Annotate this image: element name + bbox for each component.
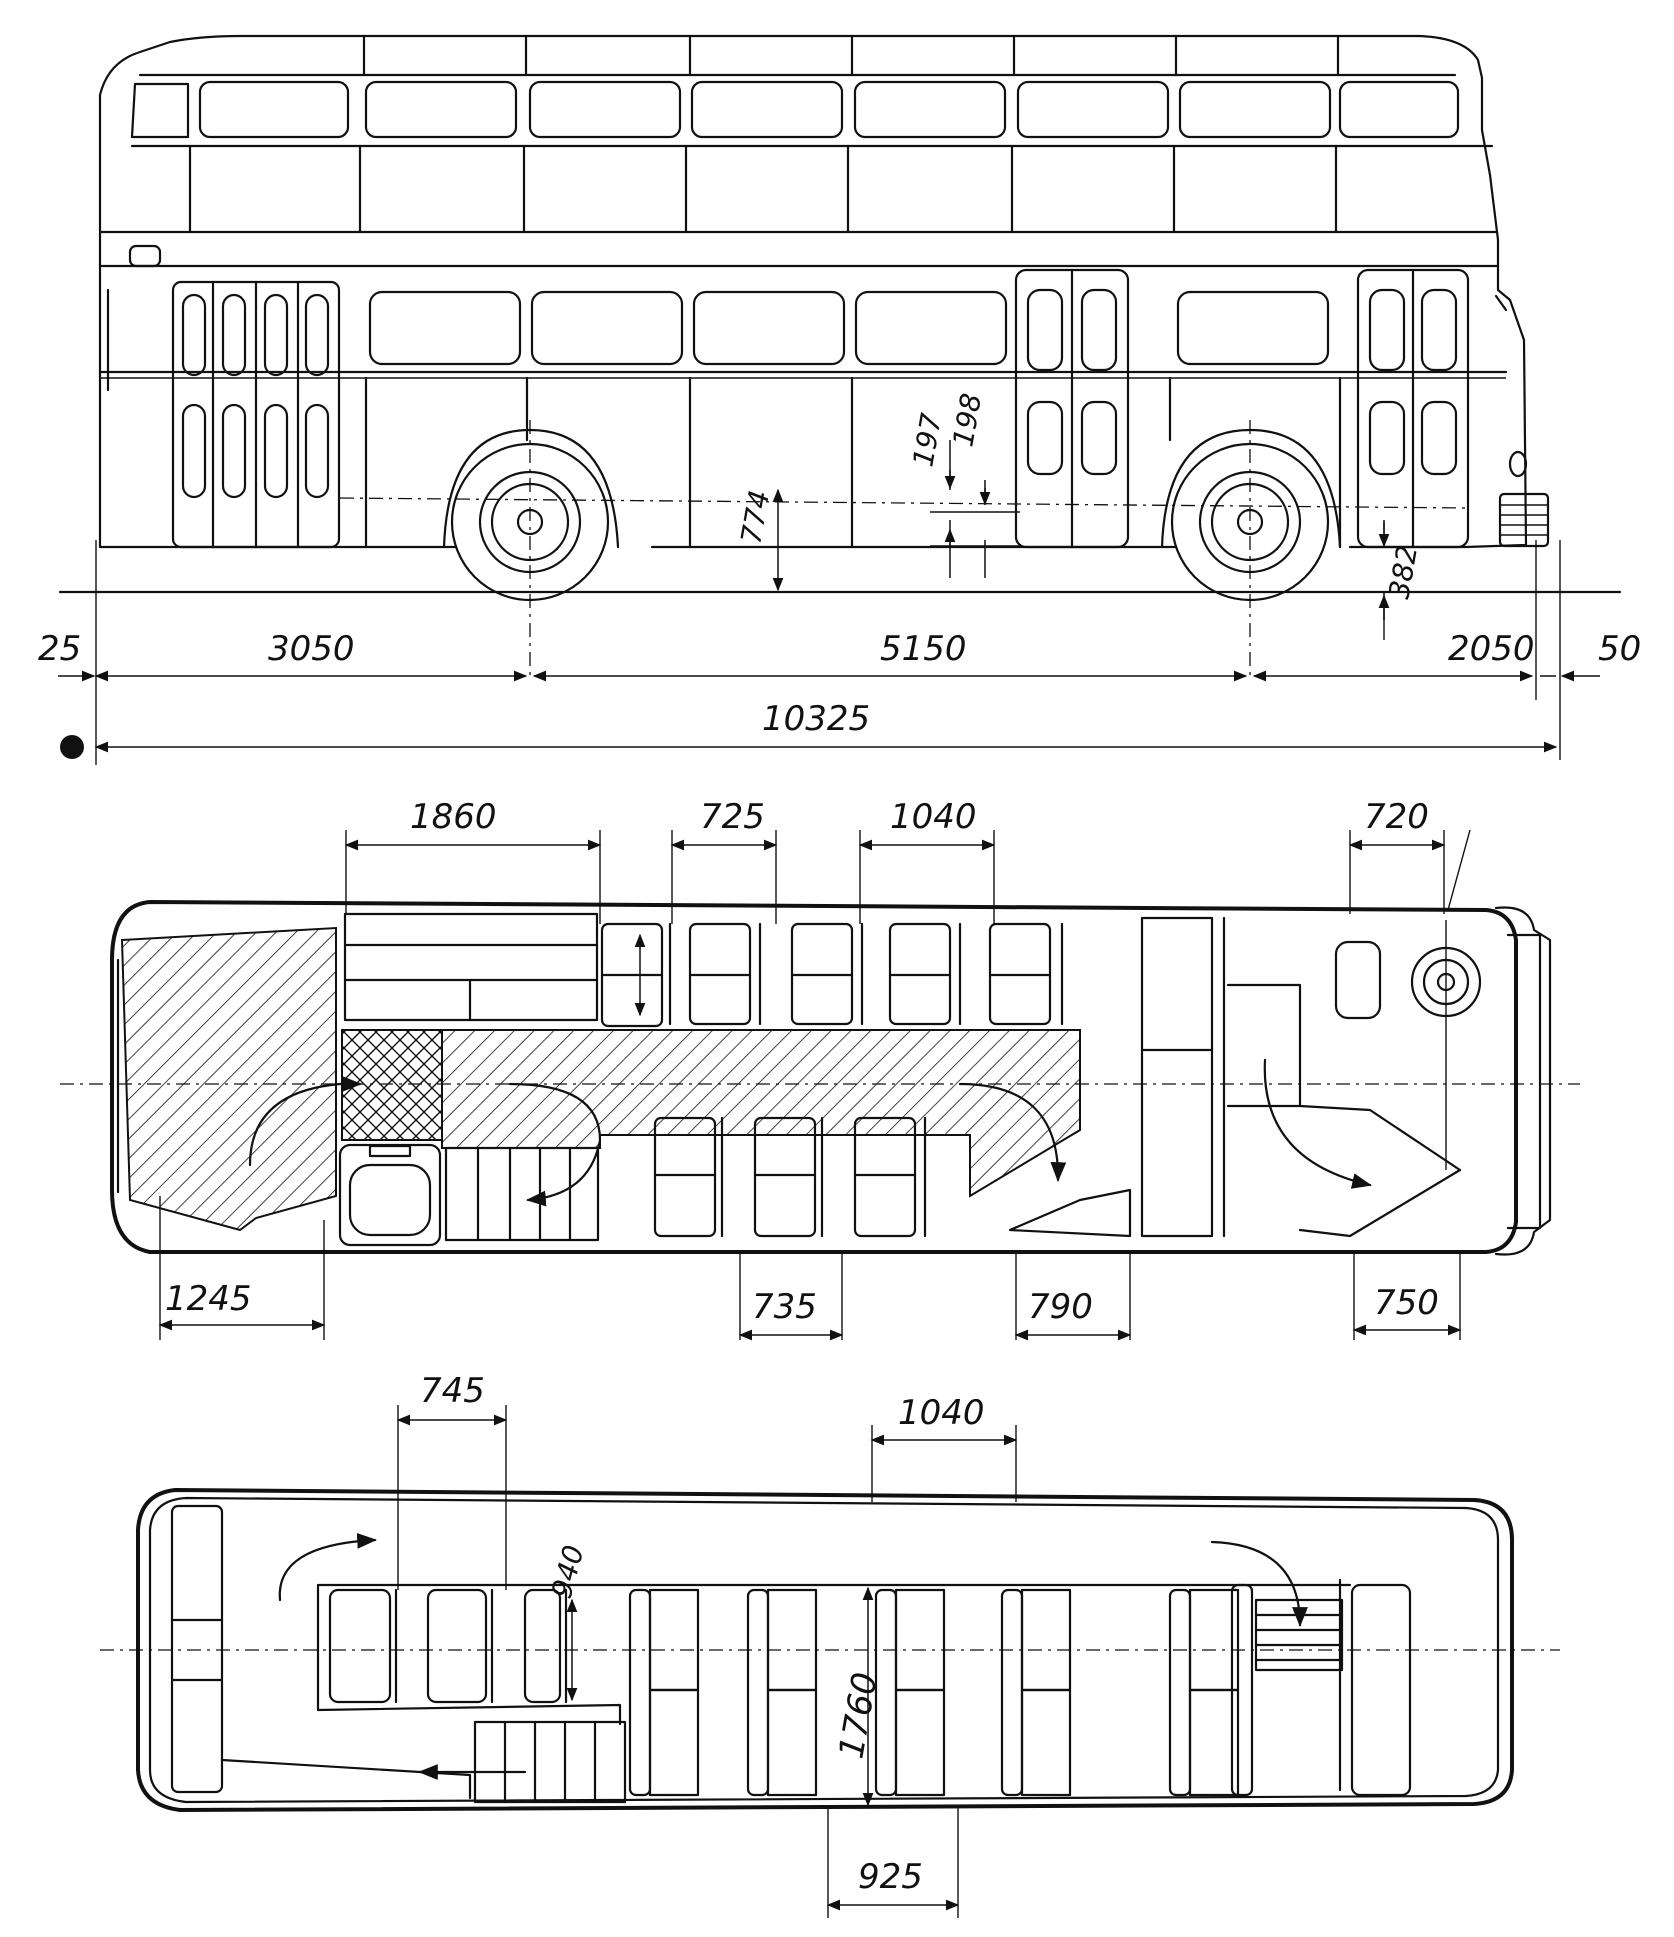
upper-deck-plan: 745 1040 940 1760 925 <box>100 1371 1560 1918</box>
lower-flow-arrow-4 <box>1263 1058 1372 1189</box>
lower-front-area <box>1008 916 1482 1238</box>
dim-step-lines <box>930 440 1020 578</box>
upper-top-seats <box>328 1588 568 1704</box>
dim-1245-label: 1245 <box>165 1279 252 1319</box>
side-view: 774 197 198 382 3050 5150 2050 25 50 103… <box>38 34 1641 765</box>
lower-deck-windows <box>368 290 1330 366</box>
front-bumper <box>1498 492 1550 548</box>
dim-198-label: 198 <box>946 391 988 449</box>
lower-flow-arrow-1 <box>248 1076 362 1167</box>
dim-1040-upper-label: 1040 <box>898 1393 985 1433</box>
upper-bottom-seats <box>628 1583 1412 1797</box>
dim-774-label: 774 <box>734 488 776 546</box>
lower-longitudinal-seat <box>343 912 599 1022</box>
dim-197-label: 197 <box>906 411 948 470</box>
upper-flow-arrow-1 <box>278 1532 377 1602</box>
lower-top-ext-lines <box>345 830 1445 924</box>
dim-3050-label: 3050 <box>268 629 355 669</box>
headlamp <box>1508 450 1528 478</box>
front-door <box>1356 268 1470 549</box>
dim-1860-label: 1860 <box>410 797 497 837</box>
axle-centre-line <box>339 497 1471 509</box>
upper-rear-stair <box>473 1720 627 1804</box>
dim-725-label: 725 <box>700 797 765 837</box>
upper-deck-outline <box>136 1487 1514 1813</box>
lower-bottom-ext-lines <box>159 1196 1461 1340</box>
dim-940-label: 940 <box>545 1542 591 1602</box>
dim-10325-label: 10325 <box>762 699 870 739</box>
lower-flow-arrow-2 <box>508 1082 602 1207</box>
upper-flow-arrow-3 <box>1210 1540 1308 1627</box>
rear-door <box>171 280 341 549</box>
dim-5150-label: 5150 <box>880 629 967 669</box>
dim-2050-label: 2050 <box>1448 629 1535 669</box>
body-pillars <box>188 34 1342 549</box>
dim-750-label: 750 <box>1374 1283 1439 1323</box>
dim-925-label: 925 <box>858 1857 923 1897</box>
middle-door <box>1014 268 1130 549</box>
upper-rear-bench <box>170 1504 224 1794</box>
rear-platform-hatched <box>120 926 337 1232</box>
lower-front-panel <box>1506 933 1542 1230</box>
lower-bottom-seats <box>653 1116 927 1238</box>
dim-50-label: 50 <box>1598 629 1641 669</box>
lower-deck-outline <box>110 899 1518 1254</box>
dim-25-label: 25 <box>38 629 81 669</box>
side-extension-lines <box>95 540 1561 765</box>
dim-790-label: 790 <box>1028 1287 1093 1327</box>
lower-top-seats <box>600 922 1064 1028</box>
lower-flow-arrow-3 <box>958 1082 1067 1182</box>
lower-deck-plan: 1860 725 1040 720 1245 735 790 750 <box>60 797 1580 1341</box>
dim-735-label: 735 <box>752 1287 817 1327</box>
dim-1040-top-label: 1040 <box>890 797 977 837</box>
lower-front-bumper <box>1494 906 1552 1256</box>
aisle-hatched <box>441 1029 1081 1198</box>
lower-leader-line <box>1447 829 1471 911</box>
ink-blot <box>60 735 84 759</box>
dim-720-label: 720 <box>1364 797 1429 837</box>
dim-1760-label: 1760 <box>831 1669 885 1761</box>
dim-745-label: 745 <box>420 1371 485 1411</box>
upper-deck-windows <box>130 80 1460 139</box>
rear-lamp <box>128 244 162 268</box>
upper-top-ext-lines <box>397 1405 1017 1590</box>
lower-stair-steps <box>338 1143 600 1247</box>
upper-deck-inner-outline <box>148 1496 1500 1804</box>
upper-aisle-outline <box>220 1583 1352 1800</box>
mirror <box>1494 294 1508 312</box>
